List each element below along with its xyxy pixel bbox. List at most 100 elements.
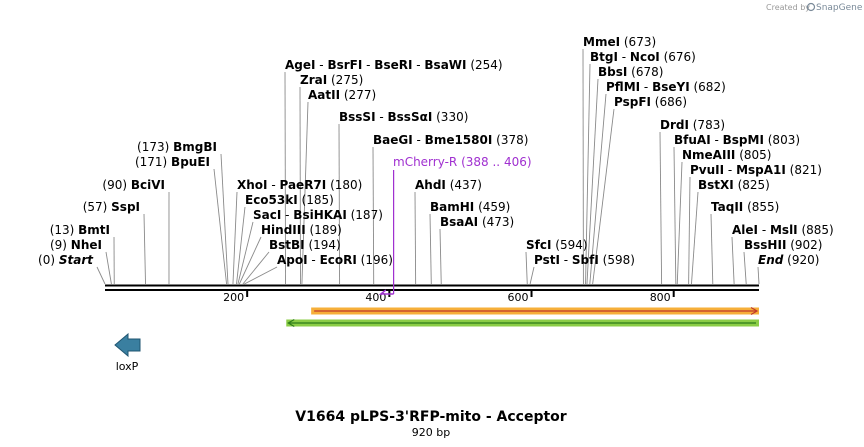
site-label-bsaai[interactable]: BsaAI (473)	[440, 215, 514, 229]
site-line-end	[757, 266, 760, 285]
site-label-zrai[interactable]: ZraI (275)	[300, 73, 363, 87]
site-name-bsshii: BssHII	[744, 238, 786, 252]
site-label-end[interactable]: End (920)	[758, 253, 819, 267]
site-name-pvuii: PvuII	[690, 163, 724, 177]
primer-mcherry-r[interactable]: mCherry-R (388 .. 406)	[378, 155, 532, 295]
site-name-paer7i: PaeR7I	[279, 178, 326, 192]
site-label-sfci[interactable]: SfcI (594)	[526, 238, 588, 252]
site-position: (378)	[492, 133, 528, 147]
site-name-bsaai: BsaAI	[440, 215, 478, 229]
site-line-xhoi-paer7i	[232, 191, 238, 285]
site-name-bsssi: BssSI	[339, 110, 376, 124]
site-label-eco53ki[interactable]: Eco53kI (185)	[245, 193, 334, 207]
site-name-alei: AleI	[732, 223, 758, 237]
site-line-pflmi-bseyi	[589, 93, 607, 285]
site-line-hindiii	[238, 236, 262, 285]
site-label-bfuai-bspmi[interactable]: BfuAI - BspMI (803)	[674, 133, 800, 147]
site-line-nhei	[105, 251, 112, 285]
site-line-bamhi	[429, 213, 432, 285]
site-line-ahdi	[414, 191, 417, 285]
site-label-bpuei[interactable]: (171) BpuEI	[135, 155, 210, 169]
feature-track	[286, 306, 759, 328]
site-label-btgi-ncoi[interactable]: BtgI - NcoI (676)	[590, 50, 696, 64]
site-label-hindiii[interactable]: HindIII (189)	[261, 223, 342, 237]
site-label-apoi-ecori[interactable]: ApoI - EcoRI (196)	[277, 253, 393, 267]
site-name-nhei: NheI	[71, 238, 102, 252]
map-length: 920 bp	[412, 426, 450, 439]
site-label-bstbi[interactable]: BstBI (194)	[269, 238, 341, 252]
site-label-sspi[interactable]: (57) SspI	[83, 200, 140, 214]
site-separator: -	[618, 50, 630, 64]
site-line-bstbi	[242, 251, 270, 285]
site-label-mmei[interactable]: MmeI (673)	[583, 35, 656, 49]
site-line-start	[96, 266, 106, 285]
site-label-pflmi-bseyi[interactable]: PflMI - BseYI (682)	[606, 80, 726, 94]
site-label-saci-bsihkai[interactable]: SacI - BsiHKAI (187)	[253, 208, 383, 222]
site-position: (330)	[432, 110, 468, 124]
site-name-hindiii: HindIII	[261, 223, 306, 237]
site-label-bsssi-bsss-i[interactable]: BssSI - BssSαI (330)	[339, 110, 468, 124]
site-position: (821)	[786, 163, 822, 177]
site-name-bcivi: BciVI	[131, 178, 165, 192]
site-name-bme1580i: Bme1580I	[425, 133, 493, 147]
site-label-bmti[interactable]: (13) BmtI	[50, 223, 110, 237]
site-label-bsshii[interactable]: BssHII (902)	[744, 238, 823, 252]
site-label-bstxi[interactable]: BstXI (825)	[698, 178, 770, 192]
loxp-feature[interactable]	[114, 332, 141, 358]
site-label-bcivi[interactable]: (90) BciVI	[102, 178, 165, 192]
site-position: (920)	[783, 253, 819, 267]
site-line-agei-bsrfi-bseri-bsawi	[284, 71, 287, 285]
site-position: (825)	[734, 178, 770, 192]
site-label-alei-msli[interactable]: AleI - MslI (885)	[732, 223, 834, 237]
site-line-bmgbi	[220, 153, 229, 285]
site-position: (678)	[627, 65, 663, 79]
site-line-drdi	[659, 131, 663, 285]
site-position: (254)	[467, 58, 503, 72]
site-label-xhoi-paer7i[interactable]: XhoI - PaeR7I (180)	[237, 178, 362, 192]
site-label-pvuii-mspa1i[interactable]: PvuII - MspA1I (821)	[690, 163, 822, 177]
orange-feature-arrow-icon	[750, 306, 759, 316]
site-line-bfuai-bspmi	[673, 146, 677, 285]
site-position: (902)	[786, 238, 822, 252]
site-label-agei-bsrfi-bseri-bsawi[interactable]: AgeI - BsrFI - BseRI - BsaWI (254)	[285, 58, 503, 72]
site-label-aatii[interactable]: AatII (277)	[308, 88, 376, 102]
primer-label[interactable]: mCherry-R (388 .. 406)	[393, 155, 532, 169]
site-label-nmeaiii[interactable]: NmeAIII (805)	[682, 148, 771, 162]
site-name-taqii: TaqII	[711, 200, 743, 214]
site-label-psti-sbfi[interactable]: PstI - SbfI (598)	[534, 253, 635, 267]
site-position: (803)	[764, 133, 800, 147]
site-name-pflmi: PflMI	[606, 80, 640, 94]
site-line-bbsi	[586, 78, 599, 285]
site-position: (13)	[50, 223, 78, 237]
primer-name: mCherry-R	[393, 155, 457, 169]
site-name-bspmi: BspMI	[723, 133, 764, 147]
site-name-drdi: DrdI	[660, 118, 689, 132]
site-separator: -	[711, 133, 723, 147]
site-label-start[interactable]: (0) Start	[38, 253, 94, 267]
site-position: (185)	[298, 193, 334, 207]
site-label-baegi-bme1580i[interactable]: BaeGI - Bme1580I (378)	[373, 133, 528, 147]
site-line-alei-msli	[731, 236, 735, 285]
site-position: (783)	[689, 118, 725, 132]
site-line-sfci	[525, 251, 528, 285]
snapgene-logo-icon	[806, 2, 816, 12]
site-line-saci-bsihkai	[237, 221, 254, 285]
site-name-apoi: ApoI	[277, 253, 308, 267]
site-label-drdi[interactable]: DrdI (783)	[660, 118, 725, 132]
site-label-pspfi[interactable]: PspFI (686)	[614, 95, 687, 109]
site-label-ahdi[interactable]: AhdI (437)	[415, 178, 482, 192]
site-name-nmeaiii: NmeAIII	[682, 148, 735, 162]
site-name-ncoi: NcoI	[630, 50, 660, 64]
loxp-arrow-icon[interactable]	[114, 332, 141, 358]
site-label-bamhi[interactable]: BamHI (459)	[430, 200, 510, 214]
site-label-bmgbi[interactable]: (173) BmgBI	[137, 140, 217, 154]
snapgene-logo	[806, 2, 816, 12]
site-position: (437)	[446, 178, 482, 192]
site-separator: -	[758, 223, 770, 237]
site-label-bbsi[interactable]: BbsI (678)	[598, 65, 663, 79]
site-label-taqii[interactable]: TaqII (855)	[711, 200, 779, 214]
site-position: (686)	[651, 95, 687, 109]
site-label-nhei[interactable]: (9) NheI	[50, 238, 102, 252]
site-name-btgi: BtgI	[590, 50, 618, 64]
